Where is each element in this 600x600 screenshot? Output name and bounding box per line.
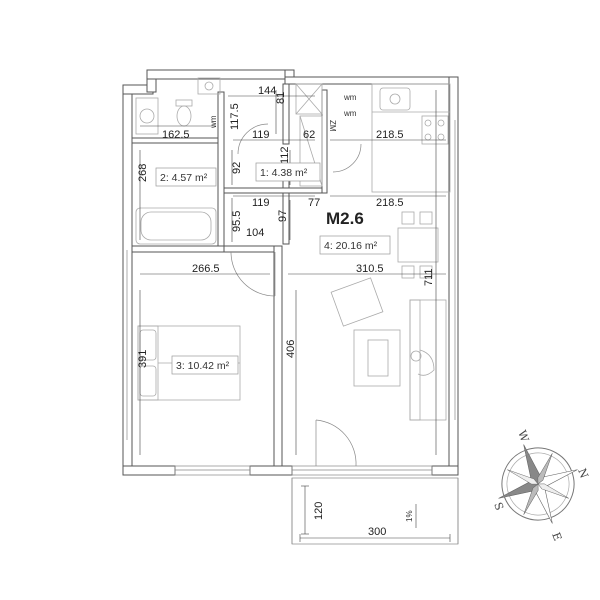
dim-218-5-mid: 218.5 bbox=[376, 197, 404, 209]
dim-97: 97 bbox=[277, 210, 289, 222]
room-2-label: 2: 4.57 m² bbox=[160, 172, 208, 184]
outer-walls bbox=[122, 69, 459, 476]
compass-e: E bbox=[549, 531, 564, 543]
tag-wm-1: wm bbox=[343, 93, 357, 102]
dim-119-mid: 119 bbox=[252, 197, 270, 209]
interior-walls bbox=[131, 83, 328, 467]
dim-300: 300 bbox=[368, 526, 386, 538]
room-2-box bbox=[155, 167, 217, 187]
compass-s: S bbox=[491, 501, 506, 513]
compass-w: W bbox=[515, 429, 531, 445]
dimension-lines bbox=[139, 90, 446, 455]
tag-zm: ZM bbox=[328, 120, 337, 132]
dim-120: 120 bbox=[313, 502, 325, 520]
room-4-box bbox=[319, 235, 391, 255]
unit-label: M2.6 bbox=[326, 209, 364, 228]
dim-310-5: 310.5 bbox=[356, 263, 384, 275]
dim-119-top: 119 bbox=[252, 129, 270, 141]
room-3-label: 3: 10.42 m² bbox=[176, 360, 230, 372]
room-3-box bbox=[171, 355, 239, 375]
dim-62: 62 bbox=[303, 129, 315, 141]
dim-144: 144 bbox=[258, 85, 276, 97]
balcony bbox=[291, 477, 459, 545]
dim-77: 77 bbox=[308, 197, 320, 209]
room-1-label: 1: 4.38 m² bbox=[260, 167, 308, 179]
dim-81: 81 bbox=[275, 92, 287, 104]
dim-117-5: 117.5 bbox=[229, 103, 241, 130]
dim-95-5: 95.5 bbox=[231, 211, 243, 232]
dim-112: 112 bbox=[279, 146, 291, 164]
dim-104: 104 bbox=[246, 227, 264, 239]
room-4-label: 4: 20.16 m² bbox=[324, 240, 378, 252]
dim-391: 391 bbox=[137, 350, 149, 368]
room-1-box bbox=[255, 162, 321, 182]
dim-162-5: 162.5 bbox=[162, 129, 190, 141]
dim-266-5: 266.5 bbox=[192, 263, 220, 275]
compass-n: N bbox=[575, 467, 591, 481]
dim-92: 92 bbox=[231, 162, 243, 174]
dim-268: 268 bbox=[137, 164, 149, 182]
dim-406: 406 bbox=[285, 340, 297, 358]
compass-rose bbox=[498, 444, 578, 524]
tag-wm-2: wm bbox=[343, 109, 357, 118]
tag-wm-bath: wm bbox=[209, 115, 218, 129]
dim-218-5-top: 218.5 bbox=[376, 129, 404, 141]
dim-711: 711 bbox=[423, 268, 435, 286]
slope-1pct: 1% bbox=[405, 510, 414, 522]
